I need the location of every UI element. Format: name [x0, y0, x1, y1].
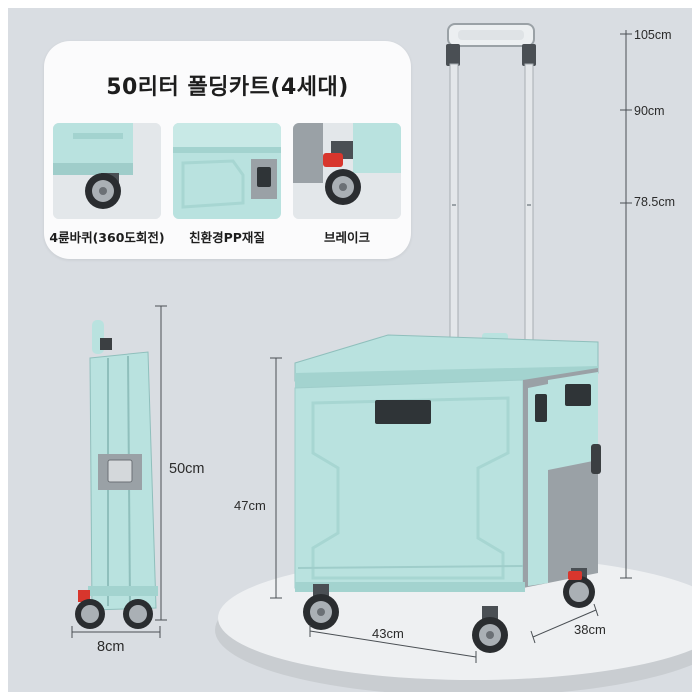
folding-cart-illustration	[71, 23, 692, 692]
dim-label-folded-height: 50cm	[169, 461, 205, 477]
feature-thumb-wheel	[53, 123, 161, 219]
dim-label-handle-mid: 90cm	[634, 104, 665, 118]
brake-wheel-closeup-image	[293, 123, 401, 219]
dim-label-width: 43cm	[372, 626, 404, 641]
wheel-front-right	[472, 606, 508, 653]
wheel-front-left	[303, 584, 339, 630]
feature-caption-material: 친환경PP재질	[189, 230, 265, 245]
cart-main	[294, 23, 601, 653]
feature-thumb-material	[173, 123, 281, 219]
dim-label-box-height: 47cm	[234, 498, 266, 513]
dim-label-depth: 38cm	[574, 622, 606, 637]
folded-wheel-back	[123, 599, 153, 629]
wheel-closeup-image	[53, 123, 161, 219]
folded-wheel-front	[75, 590, 105, 629]
feature-caption-brake: 브레이크	[323, 230, 370, 245]
wheel-back-brake	[563, 568, 595, 608]
product-image: 50리터 폴딩카트(4세대) 4륜바퀴(360도회전)	[8, 8, 692, 692]
dimension-lines	[71, 30, 632, 663]
cart-folded	[75, 320, 158, 629]
pp-material-closeup-image	[173, 123, 281, 219]
feature-thumb-brake	[293, 123, 401, 219]
dim-label-folded-width: 8cm	[97, 639, 125, 655]
front-handle-hole	[375, 400, 431, 424]
dim-label-handle-min: 78.5cm	[634, 195, 675, 209]
dim-label-handle-max: 105cm	[634, 28, 672, 42]
telescopic-handle	[446, 23, 536, 345]
feature-card: 50리터 폴딩카트(4세대) 4륜바퀴(360도회전)	[44, 41, 411, 259]
card-title: 50리터 폴딩카트(4세대)	[106, 75, 349, 100]
feature-caption-wheel: 4륜바퀴(360도회전)	[49, 230, 165, 245]
